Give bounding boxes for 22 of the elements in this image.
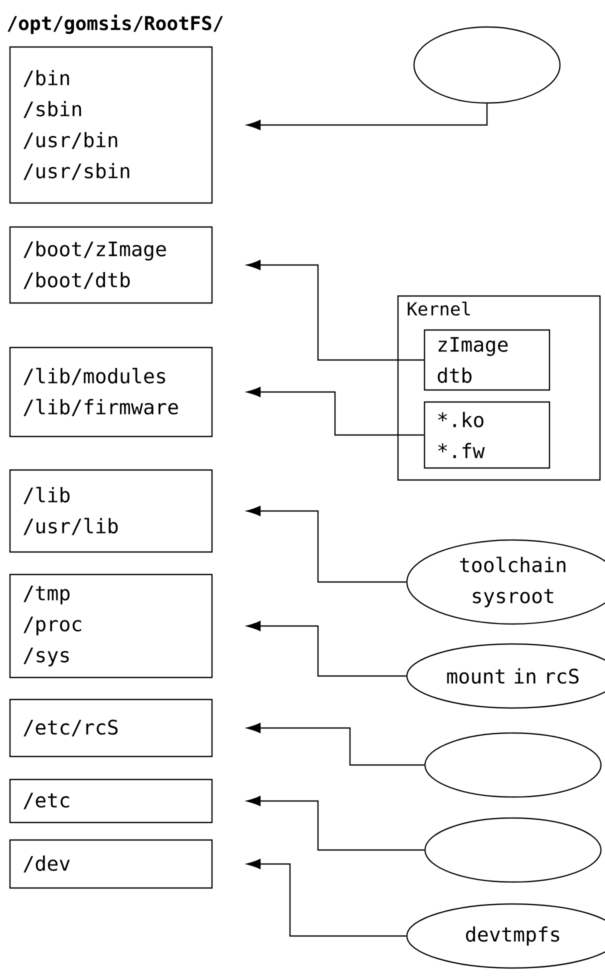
directory-box: /lib /usr/lib — [9, 469, 213, 553]
arrow — [246, 386, 424, 436]
arrow — [246, 506, 406, 583]
title: /opt/gomsis/RootFS/ — [8, 14, 223, 34]
directory-box: zImage dtb — [424, 329, 550, 391]
arrow — [246, 722, 424, 766]
directory-box: /dev — [9, 839, 213, 889]
directory-box: /tmp /proc /sys — [9, 574, 213, 678]
empty-oval — [424, 817, 602, 883]
arrow — [246, 260, 424, 361]
arrow — [246, 796, 424, 851]
arrow — [246, 620, 406, 677]
directory-box: /bin /sbin /usr/bin /usr/sbin — [9, 46, 213, 204]
directory-box: /lib/modules /lib/firmware — [9, 346, 213, 438]
empty-oval — [413, 26, 561, 104]
arrow — [246, 104, 488, 130]
directory-box: /etc — [9, 778, 213, 824]
arrow — [246, 858, 406, 937]
directory-box: /etc/rcS — [9, 698, 213, 758]
directory-box: *.ko *.fw — [424, 401, 550, 469]
empty-oval — [424, 732, 602, 798]
directory-box: /boot/zImage /boot/dtb — [9, 226, 213, 304]
